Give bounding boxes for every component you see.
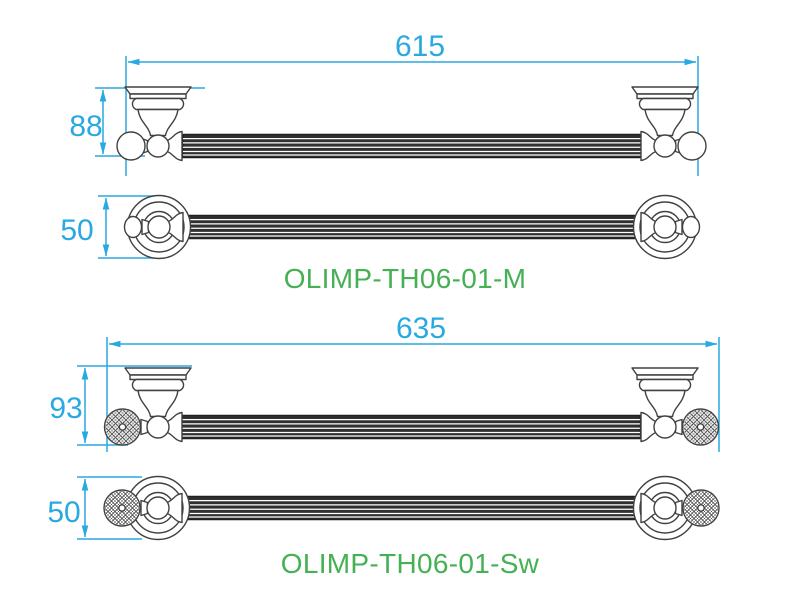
product-m-drawing: 615 88 50 [60,30,706,294]
length-value-sw: 635 [396,312,446,345]
product-code-sw: OLIMP-TH06-01-Sw [281,548,540,579]
depth-dimension-m: 50 [60,195,160,259]
product-code-m: OLIMP-TH06-01-M [284,263,527,294]
height-dimension-m: 88 [69,87,205,157]
height-value-sw: 93 [49,392,82,425]
depth-value-sw: 50 [47,496,80,529]
side-view-m [125,196,700,259]
height-value-m: 88 [69,110,102,143]
length-dimension-m: 615 [125,30,699,176]
front-view-m [117,87,706,161]
product-sw-drawing: 635 93 50 [47,312,720,579]
length-value-m: 615 [395,30,445,63]
depth-dimension-sw: 50 [47,476,142,540]
front-view-sw [105,368,719,445]
side-view-sw [104,477,719,540]
length-dimension-sw: 635 [106,312,720,452]
depth-value-m: 50 [60,214,93,247]
height-dimension-sw: 93 [49,365,192,446]
